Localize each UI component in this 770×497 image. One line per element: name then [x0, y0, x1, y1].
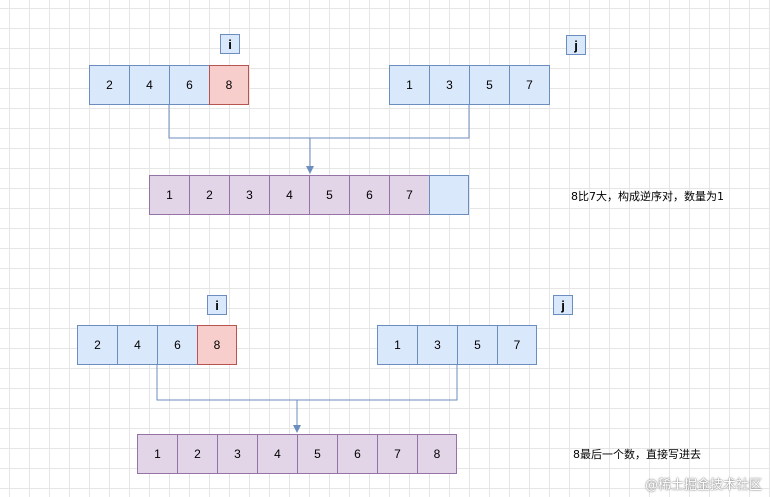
pointer-i: i [207, 295, 227, 315]
right-array-cell: 5 [457, 325, 498, 365]
step-note-1: 8比7大，构成逆序对，数量为1 [571, 190, 724, 203]
watermark: @稀土掘金技术社区 [644, 478, 762, 493]
merged-array-cell: 6 [349, 175, 390, 215]
left-array-cell: 4 [129, 65, 170, 105]
pointer-i: i [220, 34, 240, 54]
merged-array-empty-cell [429, 175, 469, 215]
right-array-cell: 3 [429, 65, 470, 105]
merged-array-cell: 2 [189, 175, 230, 215]
left-array-cell: 2 [77, 325, 118, 365]
merged-array-cell: 4 [269, 175, 310, 215]
right-array-cell: 1 [389, 65, 430, 105]
merged-array-cell: 1 [137, 434, 178, 474]
left-array-cell: 6 [169, 65, 210, 105]
right-array-cell: 3 [417, 325, 458, 365]
right-array-cell: 5 [469, 65, 510, 105]
merged-array-cell: 6 [337, 434, 378, 474]
merge-connector-2 [156, 365, 458, 401]
left-array-cell: 4 [117, 325, 158, 365]
merged-array-cell: 8 [417, 434, 457, 474]
pointer-j: j [566, 35, 586, 55]
right-array-cell: 7 [497, 325, 537, 365]
left-array-cell-highlighted: 8 [197, 325, 237, 365]
pointer-j: j [553, 295, 573, 315]
right-array-cell: 7 [509, 65, 550, 105]
merge-connector-1 [168, 105, 470, 139]
merged-array-cell: 3 [217, 434, 258, 474]
merged-array-cell: 1 [149, 175, 190, 215]
merged-array-cell: 2 [177, 434, 218, 474]
merged-array-cell: 7 [389, 175, 430, 215]
merged-array-cell: 7 [377, 434, 418, 474]
right-array-cell: 1 [377, 325, 418, 365]
merged-array-cell: 4 [257, 434, 298, 474]
left-array-cell: 2 [89, 65, 130, 105]
left-array-cell: 6 [157, 325, 198, 365]
merged-array-cell: 5 [309, 175, 350, 215]
merged-array-cell: 5 [297, 434, 338, 474]
left-array-cell-highlighted: 8 [209, 65, 249, 105]
step-note-2: 8最后一个数，直接写进去 [573, 448, 701, 461]
merged-array-cell: 3 [229, 175, 270, 215]
